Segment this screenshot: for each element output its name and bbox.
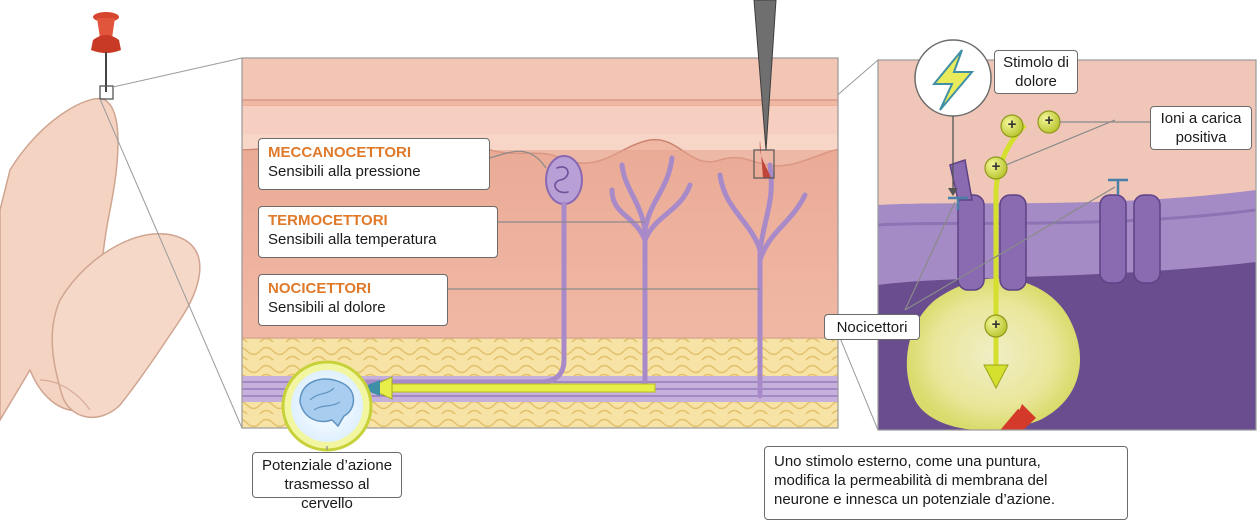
finger-illustration (0, 99, 200, 420)
ion-plus-4: + (989, 316, 1003, 333)
caption-line2: modifica la permeabilità di membrana del (774, 471, 1118, 490)
potenziale-line2: trasmesso al cervello (257, 475, 397, 513)
label-meccanocettori: MECCANOCETTORI Sensibili alla pressione (258, 138, 490, 190)
meccanocettori-title: MECCANOCETTORI (268, 143, 480, 162)
caption-line3: neurone e innesca un potenziale d’azione… (774, 490, 1118, 509)
meccanocettori-desc: Sensibili alla pressione (268, 162, 480, 181)
label-nocicettori-membrana: Nocicettori (824, 314, 920, 340)
caption-box: Uno stimolo esterno, come una puntura, m… (764, 446, 1128, 520)
ion-plus-3: + (989, 158, 1003, 175)
nocicettori-title: NOCICETTORI (268, 279, 438, 298)
caption-line1: Uno stimolo esterno, come una puntura, (774, 452, 1118, 471)
ioni-line1: Ioni a carica (1155, 109, 1247, 128)
termocettori-title: TERMOCETTORI (268, 211, 488, 230)
termocettori-desc: Sensibili alla temperatura (268, 230, 488, 249)
stimolo-line2: dolore (999, 72, 1073, 91)
label-termocettori: TERMOCETTORI Sensibili alla temperatura (258, 206, 498, 258)
brain-icon (283, 362, 371, 450)
label-ioni-positivi: Ioni a carica positiva (1150, 106, 1252, 150)
ion-plus-2: + (1042, 112, 1056, 129)
ioni-line2: positiva (1155, 128, 1247, 147)
ion-plus-1: + (1005, 116, 1019, 133)
label-nocicettori: NOCICETTORI Sensibili al dolore (258, 274, 448, 326)
nocicettori-membrane-text: Nocicettori (829, 318, 915, 337)
potenziale-line1: Potenziale d’azione (257, 456, 397, 475)
label-potenziale-azione: Potenziale d’azione trasmesso al cervell… (252, 452, 402, 498)
label-stimolo-dolore: Stimolo di dolore (994, 50, 1078, 94)
nocicettori-desc: Sensibili al dolore (268, 298, 438, 317)
stimolo-line1: Stimolo di (999, 53, 1073, 72)
